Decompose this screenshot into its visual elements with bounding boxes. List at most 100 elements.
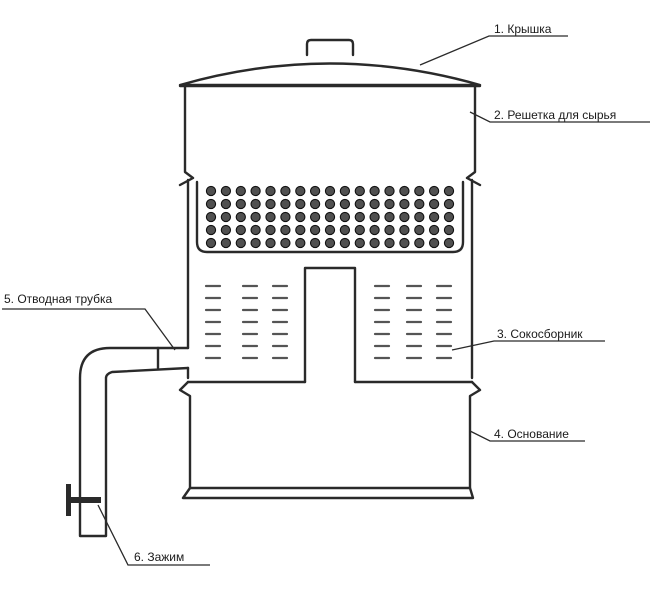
grate-hole (443, 185, 455, 197)
steam-chimney (303, 266, 357, 384)
clamp (66, 484, 101, 516)
grate-hole (428, 185, 440, 197)
grate-hole (354, 198, 365, 210)
leader-clamp (97, 504, 210, 566)
grate-hole (309, 224, 321, 236)
grate-hole (265, 185, 276, 197)
grate-hole (339, 237, 351, 249)
grate-hole (443, 237, 455, 249)
pot-left-wall-upper (178, 85, 195, 187)
lid (178, 38, 482, 87)
leader-collector (451, 340, 605, 351)
grate-basket (195, 180, 465, 254)
lid-dome (178, 62, 482, 87)
grate-hole (250, 198, 261, 210)
grate-hole (399, 237, 410, 249)
grate-hole (220, 198, 232, 210)
grate-hole (354, 185, 365, 197)
leader-outlet (2, 308, 176, 351)
grate-hole (369, 198, 380, 210)
grate-hole (428, 224, 440, 236)
grate-hole (235, 237, 246, 249)
label-grate: 2. Решетка для сырья (494, 108, 616, 122)
grate-hole (220, 224, 232, 236)
grate-hole (280, 185, 291, 197)
juice-level-marks (204, 284, 453, 360)
base-walls (178, 380, 482, 500)
grate-hole (235, 224, 246, 236)
leader-base (469, 430, 585, 442)
label-base: 4. Основание (494, 427, 569, 441)
grate-hole (235, 211, 246, 223)
grate-hole (205, 237, 217, 249)
grate-hole (265, 211, 276, 223)
grate-hole (324, 224, 336, 236)
pot-right-wall-upper (465, 85, 482, 187)
grate-hole (384, 237, 395, 249)
grate-hole (220, 211, 232, 223)
grate-hole (220, 237, 232, 249)
grate-hole (414, 237, 425, 249)
grate-hole (399, 224, 410, 236)
grate-hole (414, 224, 425, 236)
grate-hole (369, 237, 380, 249)
label-juice-collector: 3. Сокосборник (497, 327, 583, 341)
grate-hole (235, 198, 246, 210)
grate-hole (339, 224, 351, 236)
grate-hole (369, 224, 380, 236)
grate-hole (443, 198, 455, 210)
label-clamp: 6. Зажим (134, 550, 184, 564)
leader-lines (2, 35, 650, 566)
grate-hole (250, 185, 261, 197)
grate-hole (384, 224, 395, 236)
outlet-tube (78, 346, 190, 538)
label-lid: 1. Крышка (494, 22, 552, 36)
grate-hole (205, 185, 217, 197)
grate-hole (309, 185, 321, 197)
grate-hole (428, 198, 440, 210)
grate-hole (235, 185, 246, 197)
grate-hole (280, 211, 291, 223)
grate-hole (339, 198, 351, 210)
grate-hole (384, 211, 395, 223)
grate-hole (309, 237, 321, 249)
grate-hole (428, 211, 440, 223)
label-outlet-tube: 5. Отводная трубка (4, 292, 113, 306)
grate-tray (195, 180, 465, 254)
leader-lid (419, 35, 568, 66)
outlet-tube-body (78, 346, 190, 538)
grate-hole (414, 211, 425, 223)
grate-hole (220, 185, 232, 197)
grate-hole (205, 198, 217, 210)
grate-hole (295, 237, 306, 249)
grate-hole (384, 198, 395, 210)
grate-hole (414, 185, 425, 197)
grate-hole (309, 198, 321, 210)
grate-hole (339, 211, 351, 223)
clamp-handle (66, 484, 71, 516)
grate-hole (280, 237, 291, 249)
grate-holes (205, 185, 455, 249)
grate-hole (324, 211, 336, 223)
leader-grate (469, 111, 650, 123)
grate-hole (324, 237, 336, 249)
grate-hole (354, 237, 365, 249)
grate-hole (399, 185, 410, 197)
grate-hole (295, 185, 306, 197)
grate-hole (280, 224, 291, 236)
grate-hole (295, 224, 306, 236)
grate-hole (280, 198, 291, 210)
grate-hole (250, 224, 261, 236)
grate-hole (354, 211, 365, 223)
grate-hole (428, 237, 440, 249)
grate-hole (295, 211, 306, 223)
grate-hole (443, 211, 455, 223)
grate-hole (205, 224, 217, 236)
grate-hole (324, 198, 336, 210)
pot-body (178, 84, 482, 500)
grate-hole (399, 198, 410, 210)
grate-hole (265, 237, 276, 249)
grate-hole (324, 185, 336, 197)
